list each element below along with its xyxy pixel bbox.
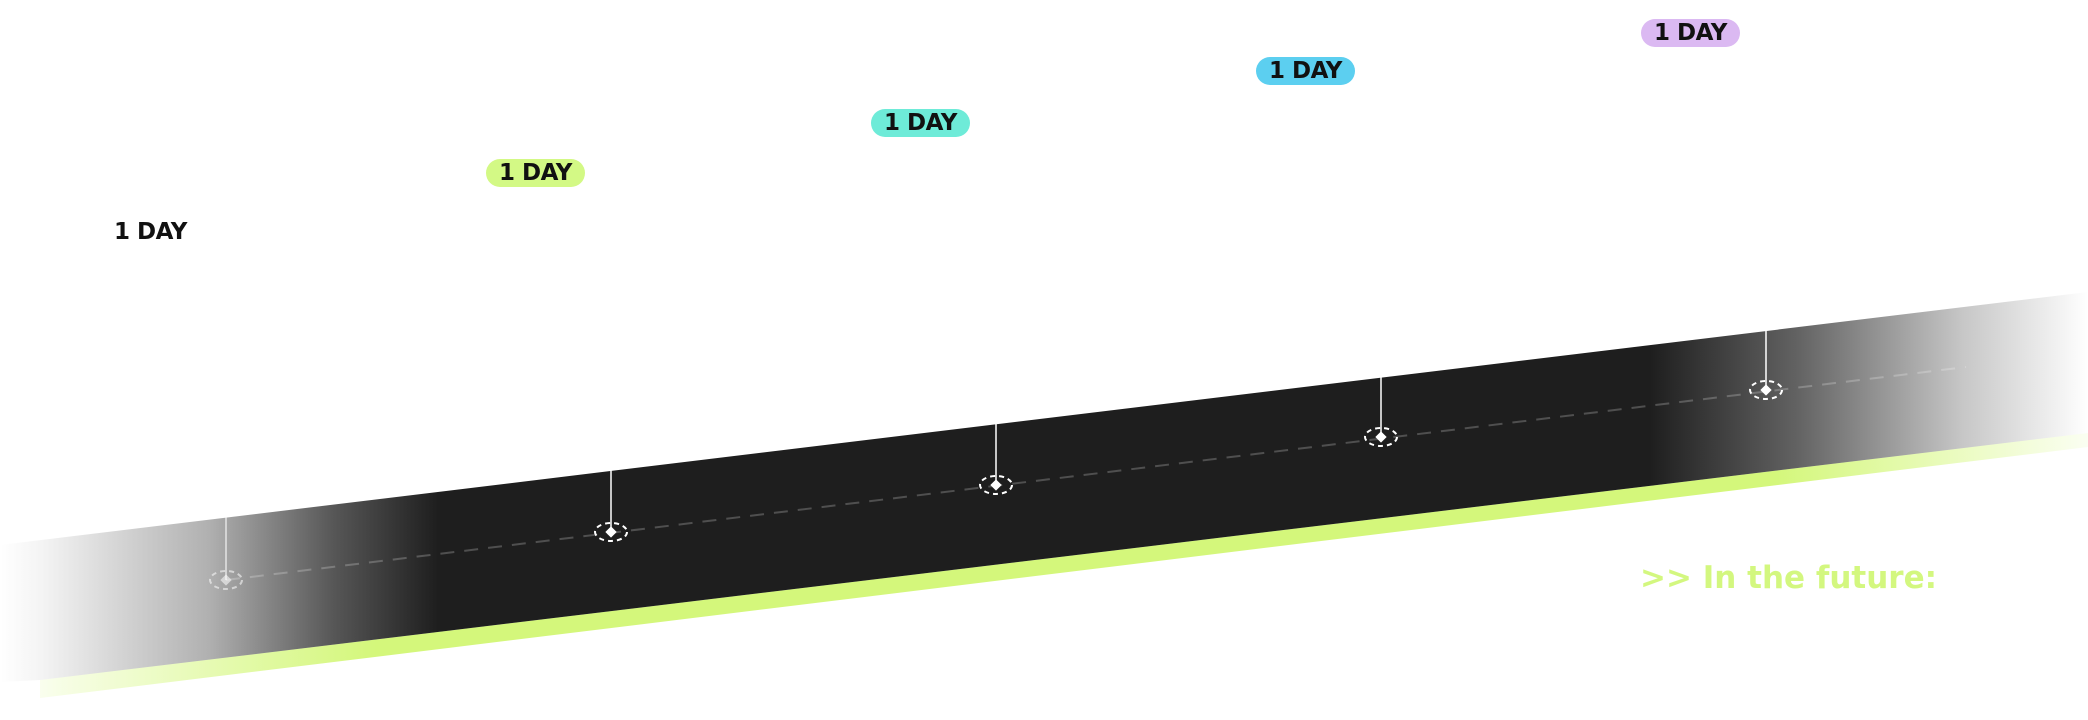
milestone-marker: ᛁᛁ xyxy=(594,448,628,542)
marker-tick-glyph: ᛁᛁ xyxy=(1759,306,1772,319)
marker-tick-glyph: ᛁᛁ xyxy=(604,448,617,461)
timeline-lime-edge xyxy=(40,433,2088,698)
marker-ring xyxy=(594,522,628,542)
milestone-2-label: 1 DAY xyxy=(486,159,585,187)
marker-ring xyxy=(1749,380,1783,400)
marker-ring xyxy=(979,475,1013,495)
milestone-1-label: 1 DAY xyxy=(114,219,187,245)
marker-tick-glyph: ᛁᛁ xyxy=(219,495,232,508)
timeline-dashed-centerline xyxy=(225,366,1967,581)
marker-tick-glyph: ᛁᛁ xyxy=(1374,353,1387,366)
marker-tick-glyph: ᛁᛁ xyxy=(989,401,1002,414)
marker-dot xyxy=(220,574,232,586)
marker-dot xyxy=(605,526,617,538)
marker-dot xyxy=(990,479,1002,491)
milestone-marker: ᛁᛁ xyxy=(979,401,1013,495)
milestone-3-label: 1 DAY xyxy=(871,109,970,137)
future-heading: >> In the future: xyxy=(1640,560,1937,596)
milestone-4-label: 1 DAY xyxy=(1256,57,1355,85)
milestone-marker: ᛁᛁ xyxy=(1364,353,1398,447)
milestone-marker: ᛁᛁ xyxy=(209,495,243,590)
milestone-marker: ᛁᛁ xyxy=(1749,306,1783,400)
marker-dot xyxy=(1760,384,1772,396)
milestone-5-label: 1 DAY xyxy=(1641,19,1740,47)
marker-ring xyxy=(209,570,243,590)
marker-dot xyxy=(1375,431,1387,443)
timeline-track xyxy=(0,292,2088,682)
marker-ring xyxy=(1364,427,1398,447)
